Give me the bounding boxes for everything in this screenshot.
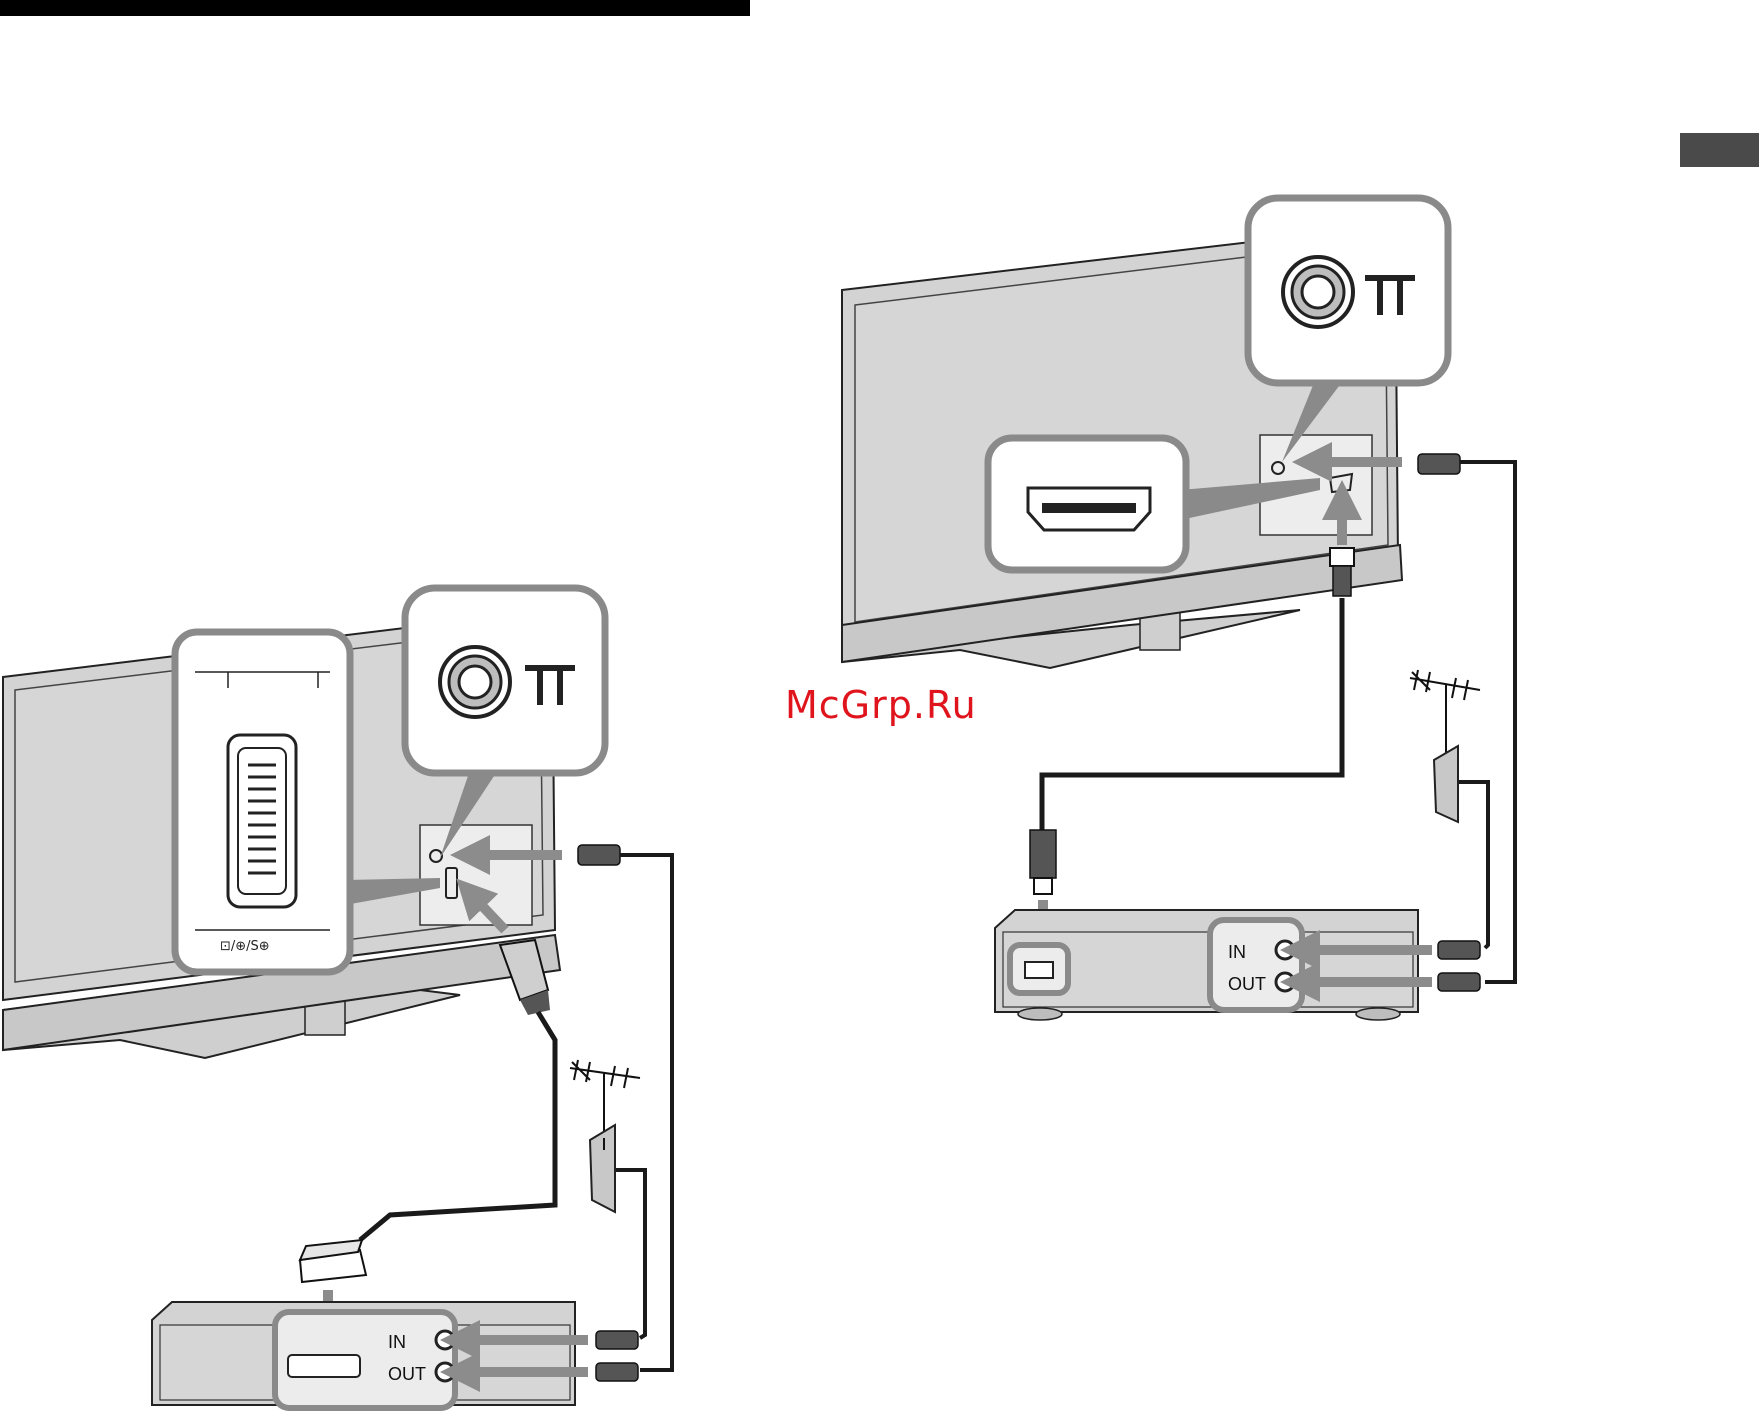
scart-cable <box>360 1012 555 1240</box>
device-port-callout-right <box>1210 920 1302 1010</box>
device-scart-socket-icon <box>288 1355 360 1377</box>
recorder-device-left: IN OUT <box>152 1302 638 1408</box>
device-out-jack-left <box>436 1363 454 1381</box>
device-hdmi-socket-icon <box>1025 962 1053 978</box>
rf-plug-left-in <box>596 1331 638 1349</box>
side-tab-marker <box>1680 133 1759 167</box>
right-connection-diagram: IN OUT <box>842 198 1515 1020</box>
watermark-text: McGrp.Ru <box>785 683 977 727</box>
scart-terminal-symbols: ⊡/⊕/S⊕ <box>220 939 270 954</box>
device-in-jack-left <box>436 1331 454 1349</box>
device-in-label-left: IN <box>388 1332 406 1352</box>
left-connection-diagram: ⊡/⊕/S⊕ <box>3 588 672 1408</box>
hdmi-plug-device <box>1030 830 1056 894</box>
device-out-label-left: OUT <box>388 1364 426 1384</box>
device-in-jack-right <box>1276 941 1294 959</box>
recorder-device-right: IN OUT <box>995 910 1480 1020</box>
rf-plug-left-out <box>596 1363 638 1381</box>
scart-plug-device <box>300 1240 366 1282</box>
rf-plug-right-top <box>1418 454 1460 474</box>
device-out-label-right: OUT <box>1228 974 1266 994</box>
rf-cable-left-inner <box>612 1170 645 1338</box>
hdmi-plug-tv <box>1330 548 1354 596</box>
wall-socket-left <box>590 1125 615 1212</box>
device-in-label-right: IN <box>1228 942 1246 962</box>
rf-cable-right-inner <box>1455 782 1488 948</box>
rf-plug-left-top <box>578 845 620 865</box>
rf-plug-right-in <box>1438 941 1480 959</box>
aerial-icon-right <box>1410 670 1480 760</box>
wall-socket-right <box>1434 746 1458 822</box>
tv-rear-panel <box>420 825 532 925</box>
rf-plug-right-out <box>1438 973 1480 991</box>
device-out-jack-right <box>1276 973 1294 991</box>
header-bar <box>0 0 750 16</box>
